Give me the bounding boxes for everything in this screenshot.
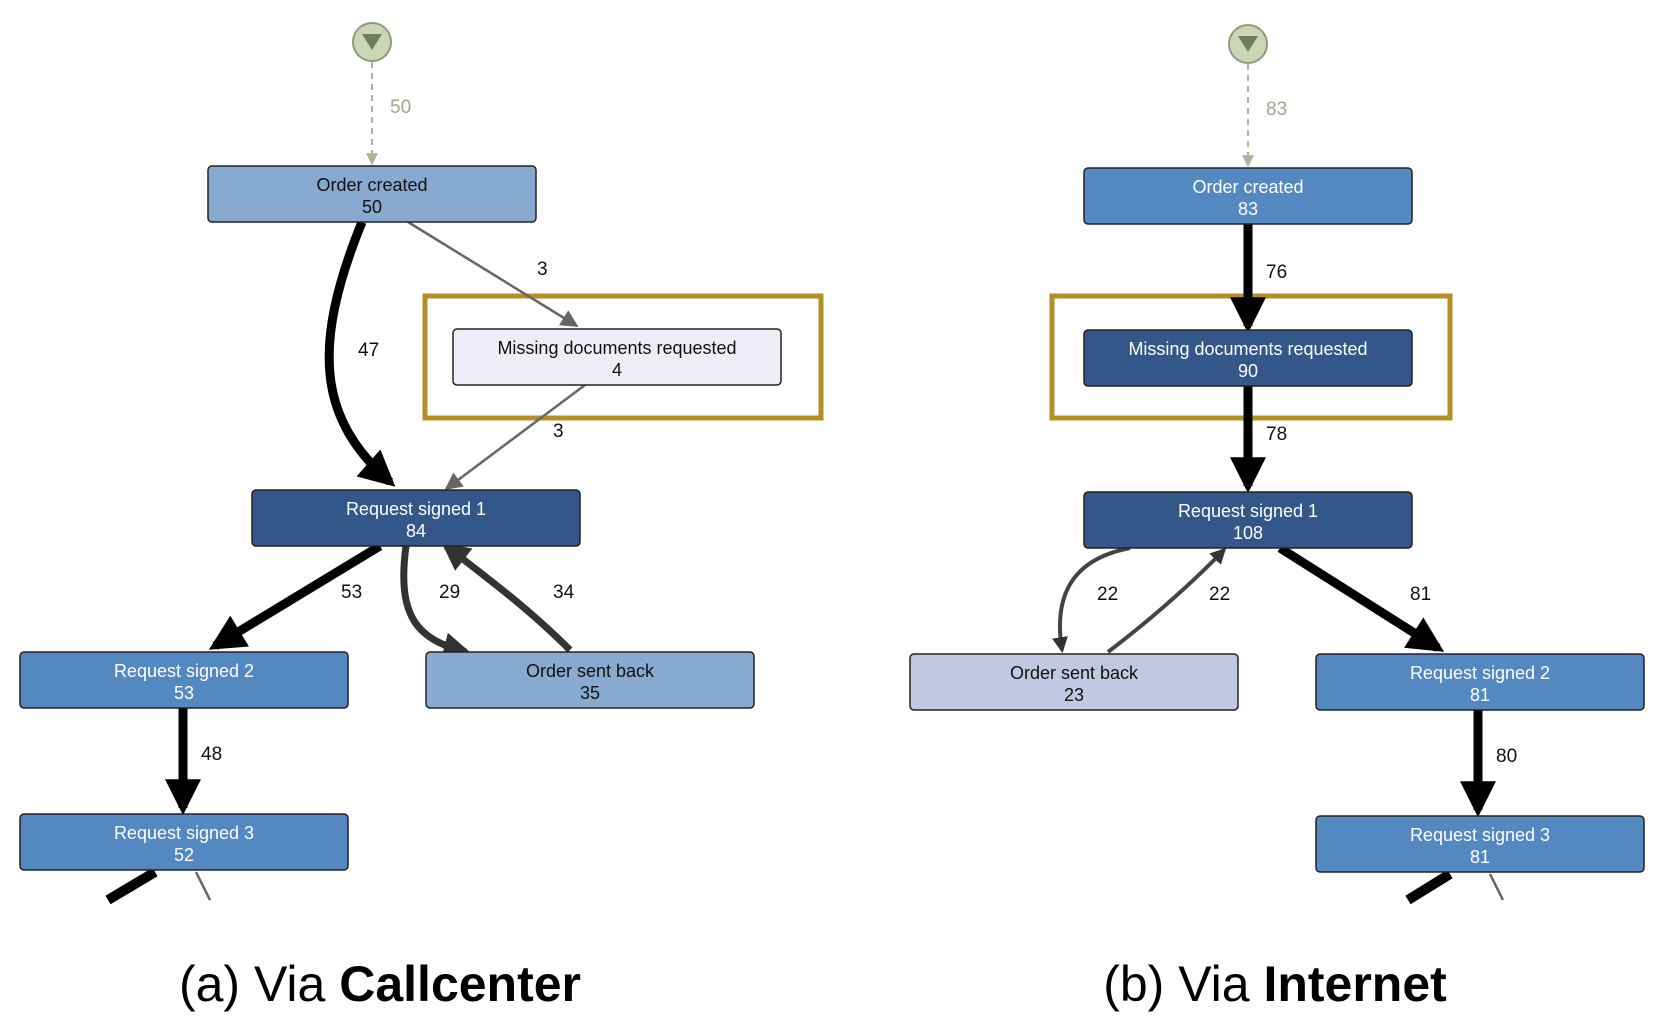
edge-order-sent-back-to-request-signed-1 (1106, 547, 1227, 654)
node-count: 84 (406, 521, 426, 541)
node-label: Request signed 1 (346, 499, 486, 519)
node-label: Request signed 3 (114, 823, 254, 843)
edge-missing-docs-to-request-signed-1 (444, 383, 586, 491)
edge-request-signed-1-to-request-signed-2 (208, 542, 383, 650)
highlight-box (422, 293, 824, 421)
node-count: 50 (362, 197, 382, 217)
node-count: 108 (1233, 523, 1263, 543)
node-count: 4 (612, 360, 622, 380)
start-event (1228, 24, 1268, 64)
edge-label-3-bottom: 3 (553, 421, 564, 442)
node-request-signed-2: Request signed 2 53 (19, 651, 349, 709)
edge-request-signed-1-to-request-signed-2 (1277, 544, 1445, 652)
node-request-signed-1: Request signed 1 84 (251, 489, 581, 547)
node-count: 90 (1238, 361, 1258, 381)
caption-prefix: (b) Via (1103, 956, 1264, 1012)
node-order-created: Order created 50 (207, 165, 537, 223)
node-count: 83 (1238, 199, 1258, 219)
caption-prefix: (a) Via (178, 956, 340, 1012)
node-count: 53 (174, 683, 194, 703)
edge-label-29: 29 (439, 582, 460, 603)
node-count: 81 (1470, 847, 1490, 867)
start-edge-label: 83 (1266, 99, 1287, 120)
node-request-signed-3: Request signed 3 81 (1315, 815, 1645, 873)
node-order-sent-back: Order sent back 23 (909, 653, 1239, 711)
node-label: Order created (316, 175, 427, 195)
edge-order-created-to-request-signed-1 (324, 220, 396, 487)
node-order-sent-back: Order sent back 35 (425, 651, 755, 709)
node-request-signed-1: Request signed 1 108 (1083, 491, 1413, 549)
node-label: Order sent back (526, 661, 655, 681)
caption-bold: Callcenter (339, 956, 582, 1012)
outgoing-edge-stub-thin (1488, 873, 1505, 901)
node-count: 23 (1064, 685, 1084, 705)
edge-label-53: 53 (341, 582, 362, 603)
edge-order-created-to-missing-docs (407, 220, 579, 328)
edge-label-22-left: 22 (1097, 584, 1118, 605)
start-triangle-icon (362, 34, 382, 50)
edge-label-76: 76 (1266, 262, 1287, 283)
edge-label-3-top: 3 (537, 259, 548, 280)
start-triangle-icon (1238, 36, 1258, 52)
node-request-signed-3: Request signed 3 52 (19, 813, 349, 871)
edge-request-signed-1-to-order-sent-back (400, 545, 472, 660)
caption-callcenter: (a) Via Callcenter (179, 955, 581, 1013)
edge-label-48: 48 (201, 744, 222, 765)
outgoing-edge-stub-thick (105, 867, 158, 905)
node-label: Missing documents requested (497, 338, 736, 358)
node-label: Missing documents requested (1128, 339, 1367, 359)
edge-label-80: 80 (1496, 746, 1517, 767)
panel-callcenter: 50 47 3 3 53 29 34 48 Order created 50 M… (19, 22, 824, 905)
node-order-created: Order created 83 (1083, 167, 1413, 225)
start-event (352, 22, 392, 62)
node-request-signed-2: Request signed 2 81 (1315, 653, 1645, 711)
outgoing-edge-stub-thin (194, 871, 212, 901)
node-label: Order created (1192, 177, 1303, 197)
edge-label-34: 34 (553, 582, 575, 603)
edge-label-47: 47 (358, 340, 379, 361)
edge-order-sent-back-to-request-signed-1 (441, 542, 573, 653)
caption-internet: (b) Via Internet (1103, 955, 1447, 1013)
edge-label-22-right: 22 (1209, 584, 1230, 605)
edge-label-81: 81 (1410, 584, 1431, 605)
node-label: Request signed 2 (114, 661, 254, 681)
node-label: Request signed 2 (1410, 663, 1550, 683)
node-label: Request signed 1 (1178, 501, 1318, 521)
node-count: 52 (174, 845, 194, 865)
edge-request-signed-1-to-order-sent-back (1052, 546, 1131, 654)
node-missing-docs: Missing documents requested 4 (452, 328, 782, 386)
node-count: 81 (1470, 685, 1490, 705)
node-count: 35 (580, 683, 600, 703)
node-label: Order sent back (1010, 663, 1139, 683)
node-label: Request signed 3 (1410, 825, 1550, 845)
outgoing-edge-stub-thick (1405, 869, 1453, 905)
caption-bold: Internet (1263, 956, 1447, 1012)
panel-internet: 83 76 78 22 22 81 80 Order created 83 Mi… (909, 24, 1645, 905)
start-edge-label: 50 (390, 97, 411, 118)
node-missing-docs: Missing documents requested 90 (1083, 329, 1413, 387)
edge-label-78: 78 (1266, 424, 1287, 445)
